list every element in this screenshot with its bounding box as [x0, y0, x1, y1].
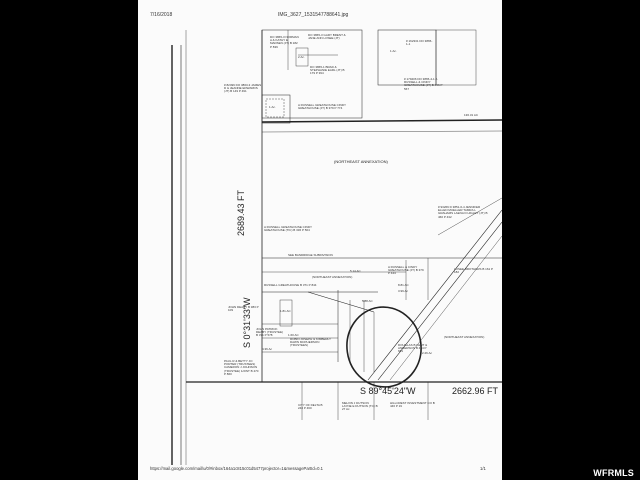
parcel-label: DO 3865-1 BRAD & STEPHANIE EARL (JT) B 1…: [310, 65, 345, 76]
parcel-label: RUSSELL GREATHOUSE B 371 P 844: [264, 283, 317, 287]
print-date: 7/16/2018: [150, 12, 173, 18]
footer-page-number: 1/1: [480, 466, 486, 471]
acreage-label: 1.81 AC: [280, 309, 291, 313]
acreage-label: 8.81 AC: [398, 283, 409, 287]
dimension-north-south: 2689.43 FT: [236, 189, 246, 236]
parcel-label: # 93269 D 3851-6-4 JENNIFER ELLEN MUELLE…: [438, 205, 488, 219]
acreage-label: 3.99 Ac: [398, 289, 409, 293]
dimension-south-line: 2662.96 FT: [452, 386, 499, 396]
parcel-label: LOSEE BROTHERS B 161 P 182: [454, 267, 493, 275]
scanned-plat-page: 7/16/2018 IMG_3627_1531547788641.jpg: [138, 0, 502, 480]
parcel-label: HILLCREST INVESTMENT CO B 446 P 19: [390, 401, 435, 409]
highlighted-parcel-circle: [346, 306, 422, 388]
acreage-label: 1 Ac.: [269, 105, 276, 109]
parcel-label: A RUSSELL & CINDY GREATHOUSE (JT) B 379 …: [388, 265, 424, 276]
easement-line: [261, 119, 502, 123]
parcel-label: MELVIN J DUTSON LAYNE E DUTSON (TC) B 27…: [342, 401, 378, 412]
acreage-label: 2.26 Ac: [422, 351, 433, 355]
parcel-label: JOHN PATRICK DEABY (TRUSTEE) B 371 P 578: [256, 327, 283, 338]
bearing-south-line: S 89°45'24"W: [360, 386, 416, 396]
highway-line-1: [367, 209, 502, 381]
parcel-label: DOUGLAS B KENT & ANDERSON B 464 P 681: [398, 343, 428, 354]
parcel-label: # 179406 DO 3865-4-1 A RUSSELL & CINDY G…: [404, 77, 443, 91]
annexation-label-right: (NORTHEAST ANNEXATION): [444, 335, 485, 339]
parcel-label: JOHN DEABY B 383 P 109: [228, 305, 259, 313]
parcel-label: DO 3865-3 GARY BRENT & JANE ANN LOSEE (J…: [308, 33, 346, 41]
annexation-label-middle: (NORTHEAST ANNEXATION): [312, 275, 353, 279]
parcel-label: # 82499 DO 3863-3 JAMES D & JEANNE EDWAR…: [224, 83, 262, 94]
acreage-label: 5.14 AC: [350, 269, 361, 273]
parcel-label: DO 3865-3 NORMAN A & KATHY E MADSEN (JT)…: [270, 35, 299, 49]
acreage-label: 4.36 Ac: [262, 347, 273, 351]
image-filename: IMG_3627_1531547788641.jpg: [278, 12, 349, 18]
watermark-logo: WFRMLS: [593, 468, 634, 478]
acreage-label: 136.31 AC: [464, 113, 479, 117]
acreage-label: 1 Ac.: [390, 49, 397, 53]
acreage-label: 2 Ac.: [298, 55, 305, 59]
parcel-label: A RUSSELL GREATHOUSE CINDY GREATHOUSE (T…: [264, 225, 312, 233]
acreage-label: 1.60 AC: [288, 333, 299, 337]
parcel-label: # 162331 DO 3865-1-1: [406, 39, 433, 47]
subdivision-label: SEE BANDRIDGE SUBDIVISION: [288, 253, 333, 257]
footer-url: https://mail.google.com/mail/u/0/#inbox/…: [150, 466, 323, 471]
annexation-label-upper: (NORTHEAST ANNEXATION): [334, 159, 388, 164]
parcel-label: CITY OF DELTA B 240 P 460: [298, 403, 323, 411]
plat-map-drawing: [171, 29, 502, 465]
parcel-label: A RUSSELL GREATHOUSE CINDY GREATHOUSE (J…: [298, 103, 346, 111]
parcel-label: ROBIN JOSEPH & KIMBERLY DAWN MCPHERSON (…: [290, 337, 331, 348]
acreage-label: 5.88 AC: [362, 299, 373, 303]
parcel-label: PAUL R & BETTY JO PORTER (TRUSTEES) CAME…: [224, 359, 259, 376]
